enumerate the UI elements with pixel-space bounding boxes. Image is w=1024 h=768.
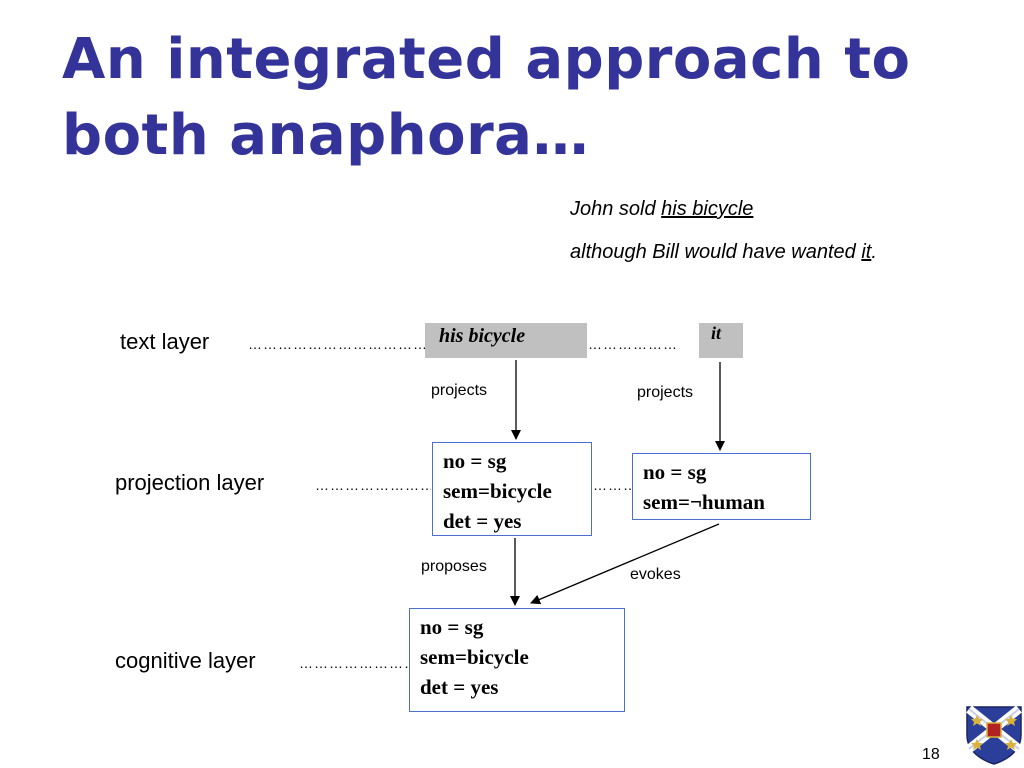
projection-layer-leader: ………………………………………: [315, 477, 431, 493]
antecedent-phrase: his bicycle: [661, 198, 754, 220]
feature-number: no = sg: [420, 615, 484, 639]
cognitive-layer-label: cognitive layer: [115, 648, 256, 673]
feature-semantics: sem=bicycle: [420, 645, 529, 669]
sentence-text: although Bill would have wanted: [570, 241, 862, 263]
sentence-text: John sold: [570, 198, 662, 220]
college-crest-icon: [966, 705, 1022, 765]
projection-layer-leader: ………………: [593, 477, 631, 493]
feature-number: no = sg: [443, 449, 507, 473]
cognitive-box-referent: no = sg sem=bicycle det = yes: [409, 608, 625, 712]
projects-label-anaphor: projects: [637, 384, 694, 401]
slide-title: An integrated approach to both anaphora…: [62, 27, 911, 168]
projects-label-antecedent: projects: [431, 382, 488, 399]
feature-semantics: sem=bicycle: [443, 479, 552, 503]
sentence-period: .: [871, 241, 877, 263]
projection-layer-label: projection layer: [115, 470, 265, 495]
cognitive-layer-leader: ………………………………………: [299, 655, 409, 671]
projection-box-antecedent: no = sg sem=bicycle det = yes: [432, 442, 592, 536]
feature-determiner: det = yes: [420, 675, 499, 699]
anaphor-word: it: [861, 241, 872, 263]
feature-semantics: sem=¬human: [643, 490, 765, 514]
page-number: 18: [922, 746, 940, 763]
antecedent-text-box: his bicycle: [425, 323, 587, 358]
feature-determiner: det = yes: [443, 509, 522, 533]
example-sentence-line-2: although Bill would have wanted it.: [570, 241, 877, 264]
example-sentence-line-1: John sold his bicycle: [570, 198, 753, 221]
anaphor-text-box: it: [699, 323, 743, 358]
evokes-label: evokes: [630, 566, 681, 583]
text-layer-leader: ………………………………: [588, 336, 680, 352]
proposes-label: proposes: [421, 558, 487, 575]
feature-number: no = sg: [643, 460, 707, 484]
text-layer-leader: ………………………………………………………: [248, 336, 425, 352]
projection-box-anaphor: no = sg sem=¬human: [632, 453, 811, 520]
text-layer-label: text layer: [120, 329, 210, 354]
evokes-arrow: [530, 523, 720, 605]
